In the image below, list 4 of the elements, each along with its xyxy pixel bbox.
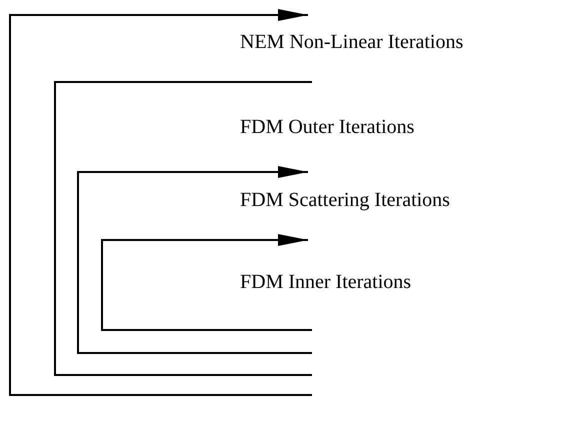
loop-label: FDM Outer Iterations [240,115,414,139]
loop-label: NEM Non-Linear Iterations [240,30,464,54]
loop-label: FDM Scattering Iterations [240,188,450,212]
loop-label: FDM Inner Iterations [240,270,412,294]
